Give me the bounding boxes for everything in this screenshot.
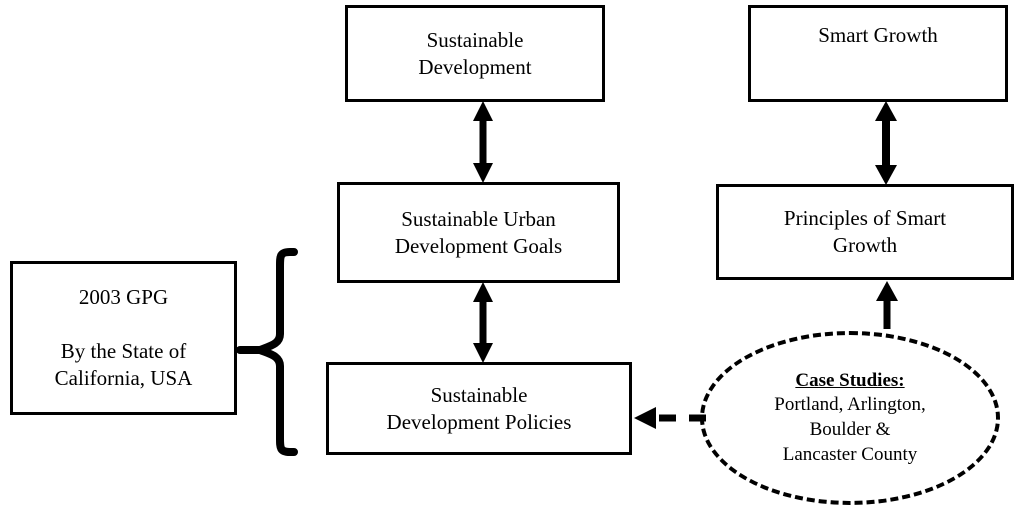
connector-sudg-to-sdp-arrow — [463, 281, 503, 364]
text-line: Sustainable — [426, 27, 524, 52]
connector-sd-to-sudg-arrow — [463, 100, 503, 184]
node-sustainable-urban-development-goals: Sustainable Urban Development Goals — [337, 182, 620, 283]
node-sustainable-development-label: Sustainable Development — [348, 27, 602, 81]
node-principles-of-smart-growth: Principles of Smart Growth — [716, 184, 1014, 280]
case-studies-heading: Case Studies: — [795, 369, 905, 391]
text-line: Development Goals — [394, 233, 563, 258]
text-line: Principles of Smart — [783, 206, 947, 231]
node-principles-of-smart-growth-label: Principles of Smart Growth — [719, 205, 1011, 259]
connector-cases-to-sdp-dashed-arrow — [630, 402, 710, 434]
node-sustainable-urban-development-goals-label: Sustainable Urban Development Goals — [340, 206, 617, 260]
node-sustainable-development-policies: Sustainable Development Policies — [326, 362, 632, 455]
text-line: Growth — [832, 233, 898, 257]
text-line: Lancaster County — [782, 443, 918, 465]
text-line: Smart Growth — [818, 23, 938, 47]
text-line: Sustainable Urban — [401, 206, 556, 231]
text-line: California, USA — [54, 365, 193, 390]
text-line: Development — [418, 54, 532, 79]
text-line: 2003 GPG — [78, 285, 169, 310]
node-sustainable-development-policies-label: Sustainable Development Policies — [329, 382, 629, 436]
node-gpg-source-label: 2003 GPG By the State of California, USA — [13, 284, 234, 392]
node-case-studies-label: Case Studies: Portland, Arlington, Bould… — [704, 369, 996, 468]
connector-sg-to-posg-arrow — [866, 100, 906, 186]
connector-cases-to-posg-arrow — [868, 280, 908, 330]
text-line: Development Policies — [386, 409, 572, 434]
node-sustainable-development: Sustainable Development — [345, 5, 605, 102]
text-line: By the State of — [60, 339, 187, 363]
text-line: Boulder & — [809, 419, 891, 440]
text-line: Sustainable — [430, 382, 528, 407]
node-smart-growth: Smart Growth — [748, 5, 1008, 102]
node-smart-growth-label: Smart Growth — [751, 22, 1005, 49]
node-case-studies: Case Studies: Portland, Arlington, Bould… — [700, 331, 1000, 505]
node-gpg-source: 2003 GPG By the State of California, USA — [10, 261, 237, 415]
connector-gpg-brace — [236, 242, 298, 462]
text-line: Portland, Arlington, — [774, 394, 926, 416]
